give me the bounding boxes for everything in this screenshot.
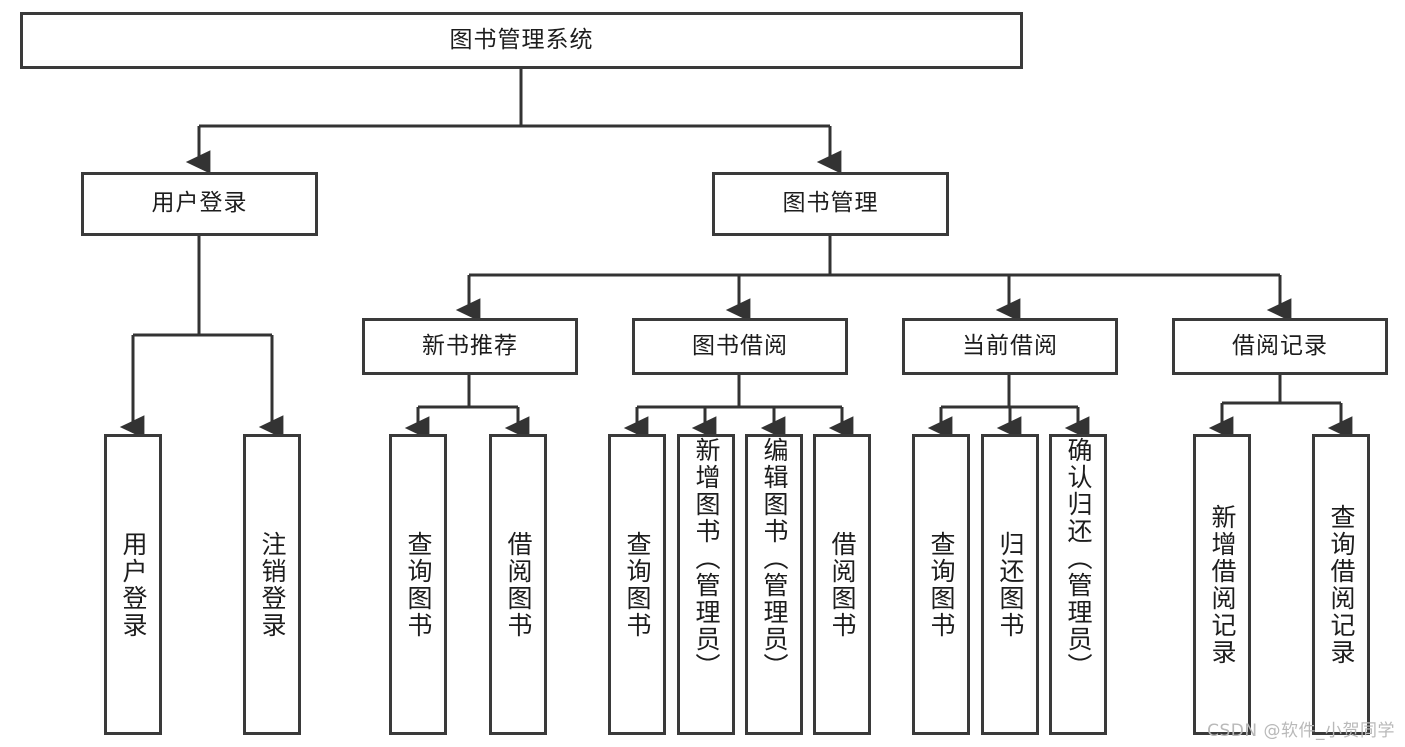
node-leaf-query-borrow-record[interactable]: 查询借阅记录 (1312, 434, 1370, 735)
node-leaf-borrow-book-recommendation[interactable]: 借阅图书 (489, 434, 547, 735)
node-leaf-logout-login[interactable]: 注销登录 (243, 434, 301, 735)
node-label: 新增借阅记录 (1208, 503, 1237, 666)
node-leaf-query-book-current[interactable]: 查询图书 (912, 434, 970, 735)
node-leaf-user-login[interactable]: 用户登录 (104, 434, 162, 735)
node-leaf-query-book-borrowing[interactable]: 查询图书 (608, 434, 666, 735)
node-label: 归还图书 (996, 530, 1025, 639)
node-label: 图书管理 (782, 190, 879, 217)
node-label: 借阅记录 (1232, 332, 1328, 359)
node-label: 查询借阅记录 (1327, 503, 1356, 666)
node-label: 查询图书 (404, 530, 433, 639)
node-root-book-management-system[interactable]: 图书管理系统 (20, 12, 1023, 69)
node-current-borrowing[interactable]: 当前借阅 (902, 318, 1118, 375)
node-label: 编辑图书（管理员） (760, 437, 789, 680)
node-leaf-add-book-admin[interactable]: 新增图书（管理员） (677, 434, 735, 735)
node-label: 图书借阅 (692, 332, 788, 359)
node-label: 查询图书 (927, 530, 956, 639)
node-label: 借阅图书 (828, 530, 857, 639)
node-label: 注销登录 (258, 530, 287, 639)
node-leaf-query-book-recommendation[interactable]: 查询图书 (389, 434, 447, 735)
node-leaf-edit-book-admin[interactable]: 编辑图书（管理员） (745, 434, 803, 735)
node-borrowing-record[interactable]: 借阅记录 (1172, 318, 1388, 375)
node-label: 借阅图书 (504, 530, 533, 639)
node-label: 新书推荐 (422, 332, 518, 359)
node-label: 确认归还（管理员） (1064, 437, 1093, 680)
node-book-borrowing[interactable]: 图书借阅 (632, 318, 848, 375)
node-leaf-add-borrow-record[interactable]: 新增借阅记录 (1193, 434, 1251, 735)
node-user-login[interactable]: 用户登录 (81, 172, 318, 236)
node-label: 当前借阅 (962, 332, 1058, 359)
node-new-book-recommendation[interactable]: 新书推荐 (362, 318, 578, 375)
node-book-management[interactable]: 图书管理 (712, 172, 949, 236)
node-leaf-borrow-book-borrowing[interactable]: 借阅图书 (813, 434, 871, 735)
node-label: 查询图书 (623, 530, 652, 639)
node-label: 新增图书（管理员） (692, 437, 721, 680)
node-label: 图书管理系统 (449, 26, 594, 53)
node-label: 用户登录 (119, 530, 148, 639)
node-leaf-return-book[interactable]: 归还图书 (981, 434, 1039, 735)
watermark-text: CSDN @软件_小贺同学 (1207, 721, 1395, 741)
node-label: 用户登录 (151, 190, 248, 217)
node-leaf-confirm-return-admin[interactable]: 确认归还（管理员） (1049, 434, 1107, 735)
